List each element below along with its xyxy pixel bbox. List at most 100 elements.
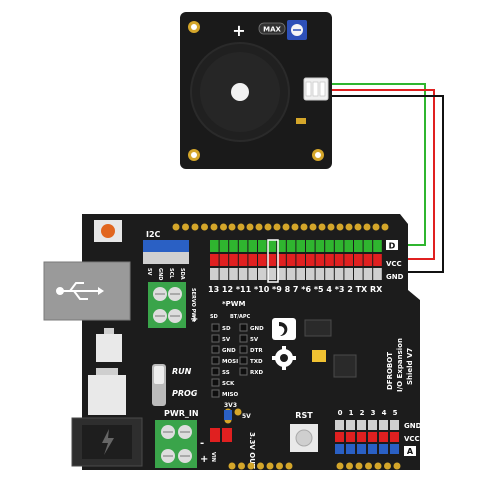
digital-signal-pin	[344, 240, 353, 252]
digital-gnd-pin	[238, 268, 248, 280]
header-pad	[201, 223, 208, 231]
spi-left-label: SS	[222, 370, 230, 376]
run-label: RUN	[172, 367, 192, 376]
header-pad	[363, 223, 371, 231]
top-header-left	[172, 223, 227, 231]
bt-pin	[239, 356, 248, 365]
header-pad	[346, 462, 353, 470]
header-pad	[246, 223, 254, 231]
voltage-select-header	[210, 408, 242, 442]
header-pad	[182, 223, 189, 231]
analog-gnd-pin	[390, 420, 399, 430]
analog-header	[335, 420, 399, 454]
analog-vcc-pin	[379, 432, 388, 442]
i2c-header	[143, 240, 189, 264]
i2c-label: I2C	[146, 230, 161, 239]
spi-left-label: MOSI	[222, 359, 238, 365]
digital-gnd-pin	[363, 268, 373, 280]
digital-pin-labels: 13 12 *11 *10 *9 8 7 *6 *5 4 *3 2 TX RX	[208, 285, 383, 294]
spi-right-label: GND	[250, 326, 264, 332]
v5-label: 5V	[242, 413, 251, 420]
analog-signal-pin	[368, 444, 377, 454]
header-pad	[237, 223, 245, 231]
analog-number: 0	[338, 409, 343, 417]
pin8-highlight	[267, 239, 279, 283]
spi-right-label: RXD	[250, 370, 263, 376]
digital-signal-pin	[325, 240, 334, 252]
spi-pin	[211, 334, 220, 343]
digital-vcc-pin	[315, 254, 325, 266]
header-pad	[393, 462, 401, 470]
digital-gnd-pin	[334, 268, 344, 280]
ic-chip	[304, 319, 332, 337]
digital-vcc-pin	[229, 254, 238, 266]
bt-apc-label: BT/APC	[230, 314, 251, 320]
transistor-large	[88, 375, 126, 415]
servo-pwr-label: SERVO PWR	[190, 288, 196, 322]
spi-left-label: 5V	[222, 337, 231, 343]
logo-block	[272, 318, 296, 340]
spi-left-label: SCK	[222, 381, 235, 387]
analog-gnd-pin	[357, 420, 366, 430]
header-pad	[220, 223, 227, 231]
analog-gnd-pin	[346, 420, 355, 430]
header-pad	[247, 462, 255, 470]
bt-pin	[239, 334, 248, 343]
voltage-regulator	[333, 354, 357, 378]
plus-sign: +	[190, 314, 198, 325]
digital-signal-pin	[210, 240, 219, 252]
analog-number: 3	[371, 409, 376, 417]
digital-vcc-pin	[277, 254, 286, 266]
header-pad	[172, 223, 180, 231]
digital-signal-pin	[277, 240, 286, 252]
led-yellow	[312, 350, 326, 362]
bt-pin	[239, 367, 248, 376]
header-pad	[266, 462, 274, 470]
analog-signal-pin	[390, 444, 399, 454]
digital-signal-pin	[373, 240, 382, 252]
header-pad	[228, 462, 236, 470]
spi-pin	[211, 389, 220, 398]
speaker-center	[231, 83, 249, 101]
digital-gnd-pin	[219, 268, 229, 280]
spi-right-label: DTR	[250, 348, 263, 354]
wire-red	[328, 89, 435, 260]
analog-vcc-pin	[346, 432, 355, 442]
usb-icon	[56, 282, 104, 300]
digital-signal-pin	[334, 240, 344, 252]
digital-gnd-pin	[373, 268, 382, 280]
brand-text: DFROBOT	[386, 352, 394, 390]
digital-vcc-pin	[325, 254, 334, 266]
digital-signal-pin	[219, 240, 229, 252]
digital-gnd-pin	[296, 268, 305, 280]
digital-gnd-pin	[344, 268, 353, 280]
digital-vcc-pin	[267, 254, 277, 266]
header-pad	[228, 223, 236, 231]
spi-left-label: GND	[222, 348, 236, 354]
header-pad	[318, 223, 326, 231]
left-pin-label: SDA	[179, 268, 185, 280]
left-pin-label: GND	[157, 268, 163, 280]
header-pad	[309, 223, 317, 231]
header-pad	[345, 223, 353, 231]
plus-mark: +	[232, 21, 245, 40]
digital-signal-pin	[306, 240, 315, 252]
digital-vcc-pin	[258, 254, 267, 266]
header-pad	[300, 223, 308, 231]
analog-signal-pin	[379, 444, 388, 454]
digital-vcc-pin	[219, 254, 229, 266]
header-pad	[355, 462, 363, 470]
transistor-small	[96, 334, 122, 362]
digital-signal-pin	[363, 240, 373, 252]
analog-gnd-pin	[368, 420, 377, 430]
header-pad	[238, 462, 245, 470]
header-pad	[285, 462, 293, 470]
digital-header	[210, 240, 382, 280]
gnd-label: GND	[386, 273, 404, 281]
spi-right-label: TXD	[250, 359, 263, 365]
spi-pin	[211, 323, 220, 332]
digital-vcc-pin	[296, 254, 305, 266]
